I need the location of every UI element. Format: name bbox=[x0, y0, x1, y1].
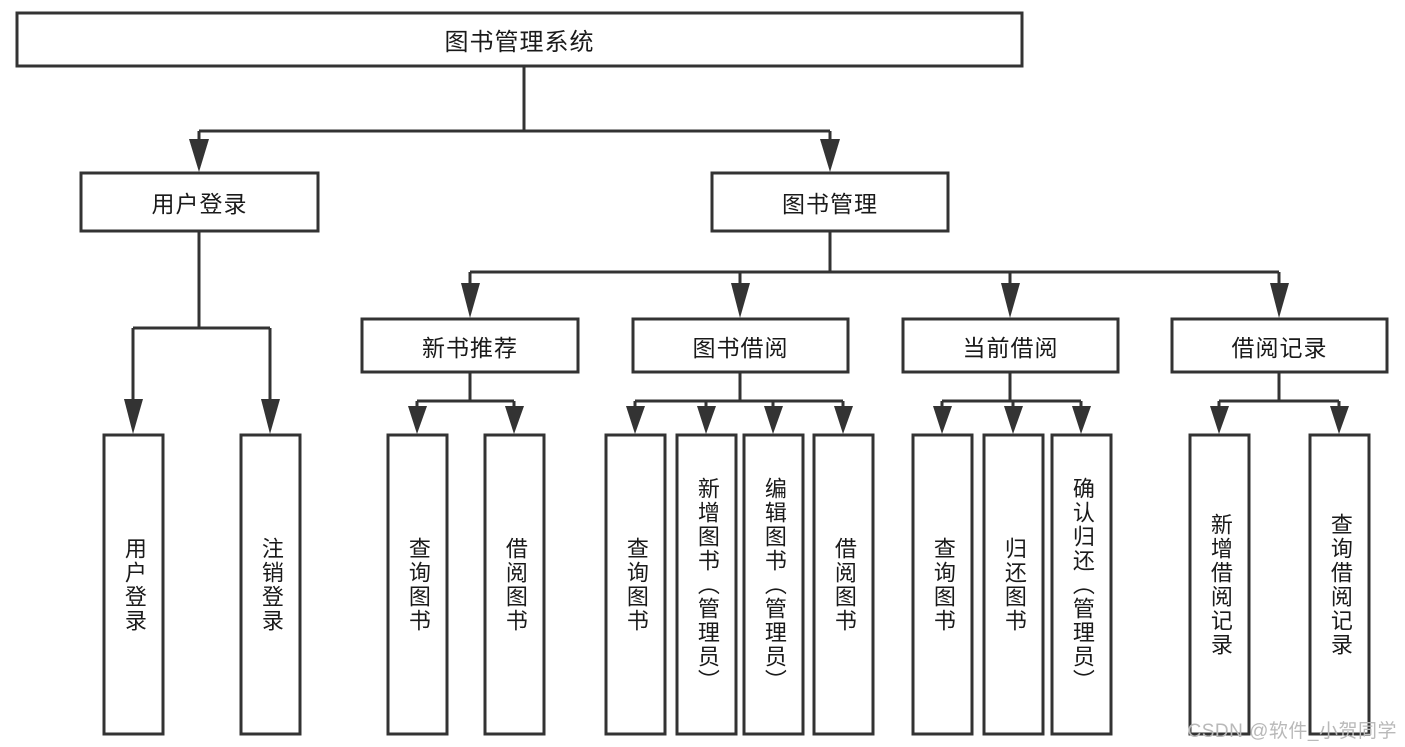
edge-login-to-leaves bbox=[124, 231, 280, 434]
leaf-box-query-book-3[interactable] bbox=[911, 433, 974, 736]
node-box-root[interactable] bbox=[15, 11, 1024, 68]
arrow-head-book-borrow bbox=[731, 283, 750, 318]
leaf-box-query-record[interactable] bbox=[1308, 433, 1371, 736]
arrow-head-leaf-return-book bbox=[1004, 406, 1023, 434]
arrow-head-leaf-query-book-2 bbox=[626, 406, 645, 434]
node-box-new-book-recommend[interactable] bbox=[360, 317, 580, 374]
node-box-user-login[interactable] bbox=[79, 171, 320, 233]
arrow-head-leaf-confirm-return bbox=[1072, 406, 1091, 434]
node-box-current-borrow[interactable] bbox=[901, 317, 1120, 374]
arrow-head-leaf-borrow-book-1 bbox=[505, 406, 524, 434]
node-box-book-borrow[interactable] bbox=[631, 317, 850, 374]
arrow-head-leaf-add-record bbox=[1210, 406, 1229, 434]
arrow-head-new-book-recommend bbox=[461, 283, 480, 318]
node-box-borrow-records[interactable] bbox=[1170, 317, 1389, 374]
arrow-head-leaf-query-record bbox=[1330, 406, 1349, 434]
leaf-box-query-book-2[interactable] bbox=[604, 433, 667, 736]
arrow-head-leaf-user-login bbox=[124, 399, 143, 434]
leaf-box-borrow-book-2[interactable] bbox=[812, 433, 875, 736]
arrow-head-leaf-borrow-book-2 bbox=[834, 406, 853, 434]
arrow-head-book-management bbox=[820, 139, 840, 172]
edge-records-to-leaves bbox=[1210, 372, 1349, 434]
arrow-head-leaf-query-book-3 bbox=[933, 406, 952, 434]
leaf-box-add-record[interactable] bbox=[1188, 433, 1251, 736]
arrow-head-borrow-records bbox=[1270, 283, 1289, 318]
arrow-head-leaf-query-book-1 bbox=[408, 406, 427, 434]
arrow-head-user-login bbox=[189, 139, 209, 172]
arrow-head-current-borrow bbox=[1001, 283, 1020, 318]
edge-root-to-level1 bbox=[189, 66, 840, 172]
leaf-box-borrow-book-1[interactable] bbox=[483, 433, 546, 736]
arrow-head-leaf-add-book bbox=[697, 406, 716, 434]
leaf-box-user-login[interactable] bbox=[102, 433, 165, 736]
edge-newbook-to-leaves bbox=[408, 372, 524, 434]
leaf-box-add-book[interactable] bbox=[675, 433, 738, 736]
leaf-box-query-book-1[interactable] bbox=[386, 433, 449, 736]
leaf-box-return-book[interactable] bbox=[982, 433, 1045, 736]
edge-current-to-leaves bbox=[933, 372, 1091, 434]
arrow-head-leaf-user-logout bbox=[261, 399, 280, 434]
leaf-box-user-logout[interactable] bbox=[239, 433, 302, 736]
edge-bookmgmt-to-level2 bbox=[461, 231, 1289, 318]
leaf-box-confirm-return[interactable] bbox=[1050, 433, 1113, 736]
arrow-head-leaf-edit-book bbox=[764, 406, 783, 434]
csdn-watermark: CSDN @软件_小贺同学 bbox=[1187, 721, 1397, 742]
leaf-box-edit-book[interactable] bbox=[742, 433, 805, 736]
node-box-book-management[interactable] bbox=[710, 171, 950, 233]
edge-borrow-to-leaves bbox=[626, 372, 853, 434]
